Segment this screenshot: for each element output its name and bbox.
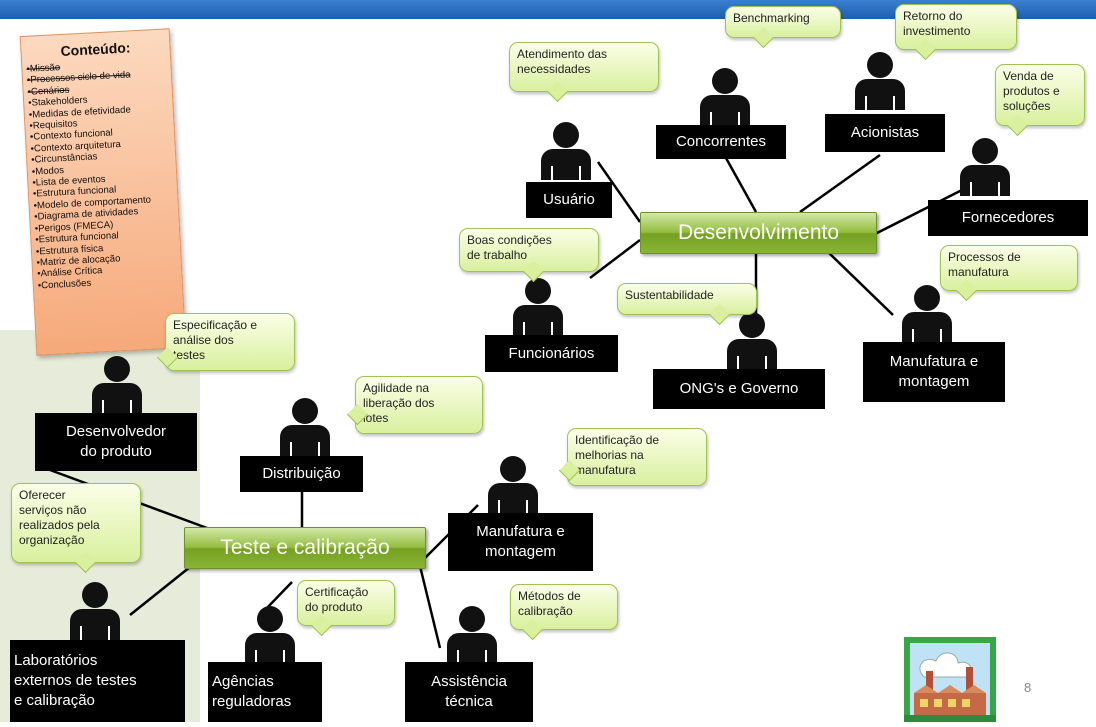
stakeholder-desenvolvedor: Desenvolvedor do produto [35, 413, 197, 471]
contents-list: Missão Processos ciclo de vida Cenários … [22, 56, 182, 292]
stakeholder-usuario: Usuário [526, 182, 612, 218]
callout-atendimento: Atendimento das necessidades [509, 42, 659, 103]
person-icon [70, 582, 120, 640]
callout-identificacao: Identificação de melhorias na manufatura [558, 428, 707, 486]
callout-certificacao: Certificação do produto [297, 580, 395, 637]
line-usuario [596, 161, 642, 223]
stakeholder-funcionarios: Funcionários [485, 335, 618, 372]
stakeholder-manufatura-montagem: Manufatura e montagem [448, 513, 593, 571]
callout-text: Venda de produtos e soluções [1003, 69, 1060, 113]
callout-sustentabilidade: Sustentabilidade [617, 283, 757, 326]
page-number: 8 [1024, 680, 1032, 695]
callout-text: Benchmarking [733, 11, 810, 25]
stakeholder-fornecedores: Fornecedores [928, 200, 1088, 236]
line-acionistas [799, 153, 881, 214]
callout-text: Sustentabilidade [625, 288, 714, 302]
callout-text: Especificação e análise dos testes [173, 318, 258, 362]
person-icon [280, 398, 330, 456]
callout-text: Oferecer serviços não realizados pela or… [19, 488, 100, 547]
person-icon [541, 122, 591, 180]
callout-boas-condicoes: Boas condições de trabalho [459, 228, 599, 283]
callout-retorno: Retorno do investimento [895, 4, 1017, 61]
callout-agilidade: Agilidade na liberação dos lotes [346, 376, 483, 434]
stakeholder-acionistas: Acionistas [825, 114, 945, 152]
line-funcionarios [589, 239, 641, 279]
callout-venda: Venda de produtos e soluções [995, 64, 1085, 137]
callout-especificacao: Especificação e análise dos testes [156, 313, 295, 371]
stakeholder-distribuicao: Distribuição [240, 456, 363, 492]
line-manufatura-dev [827, 251, 894, 316]
factory-icon [904, 637, 996, 722]
person-icon [855, 52, 905, 110]
callout-oferecer: Oferecer serviços não realizados pela or… [11, 483, 141, 574]
stakeholder-concorrentes: Concorrentes [656, 125, 786, 159]
person-icon [902, 285, 952, 343]
person-icon [727, 312, 777, 370]
person-icon [488, 456, 538, 514]
stakeholder-agencias: Agências reguladoras [208, 662, 322, 722]
contents-note: Conteúdo: Missão Processos ciclo de vida… [19, 28, 187, 356]
person-icon [245, 606, 295, 664]
callout-benchmarking: Benchmarking [725, 6, 841, 49]
hub-teste-calibracao: Teste e calibração [184, 527, 426, 569]
line-fornecedores [874, 188, 963, 236]
stakeholder-ong-governo: ONG's e Governo [653, 369, 825, 409]
line-agencias [264, 581, 293, 611]
person-icon [513, 278, 563, 336]
callout-text: Identificação de melhorias na manufatura [575, 433, 660, 477]
line-concorrentes [724, 157, 758, 213]
hub-desenvolvimento: Desenvolvimento [640, 212, 877, 254]
person-icon [700, 68, 750, 126]
callout-text: Métodos de calibração [518, 589, 581, 618]
stakeholder-laboratorios: Laboratórios externos de testes e calibr… [10, 640, 185, 722]
callout-text: Boas condições de trabalho [467, 233, 552, 262]
callout-processos: Processos de manufatura [940, 245, 1078, 302]
callout-text: Retorno do investimento [903, 9, 971, 38]
person-icon [92, 356, 142, 414]
callout-text: Processos de manufatura [948, 250, 1021, 279]
stakeholder-assistencia: Assistência técnica [405, 662, 533, 722]
line-assistencia [418, 565, 442, 649]
stakeholder-manufatura-montagem: Manufatura e montagem [863, 342, 1005, 402]
person-icon [447, 606, 497, 664]
line-laboratorios [129, 562, 196, 616]
callout-text: Certificação do produto [305, 585, 369, 614]
callout-text: Atendimento das necessidades [517, 47, 608, 76]
person-icon [960, 138, 1010, 196]
callout-metodos: Métodos de calibração [510, 584, 618, 641]
callout-text: Agilidade na liberação dos lotes [363, 381, 435, 425]
